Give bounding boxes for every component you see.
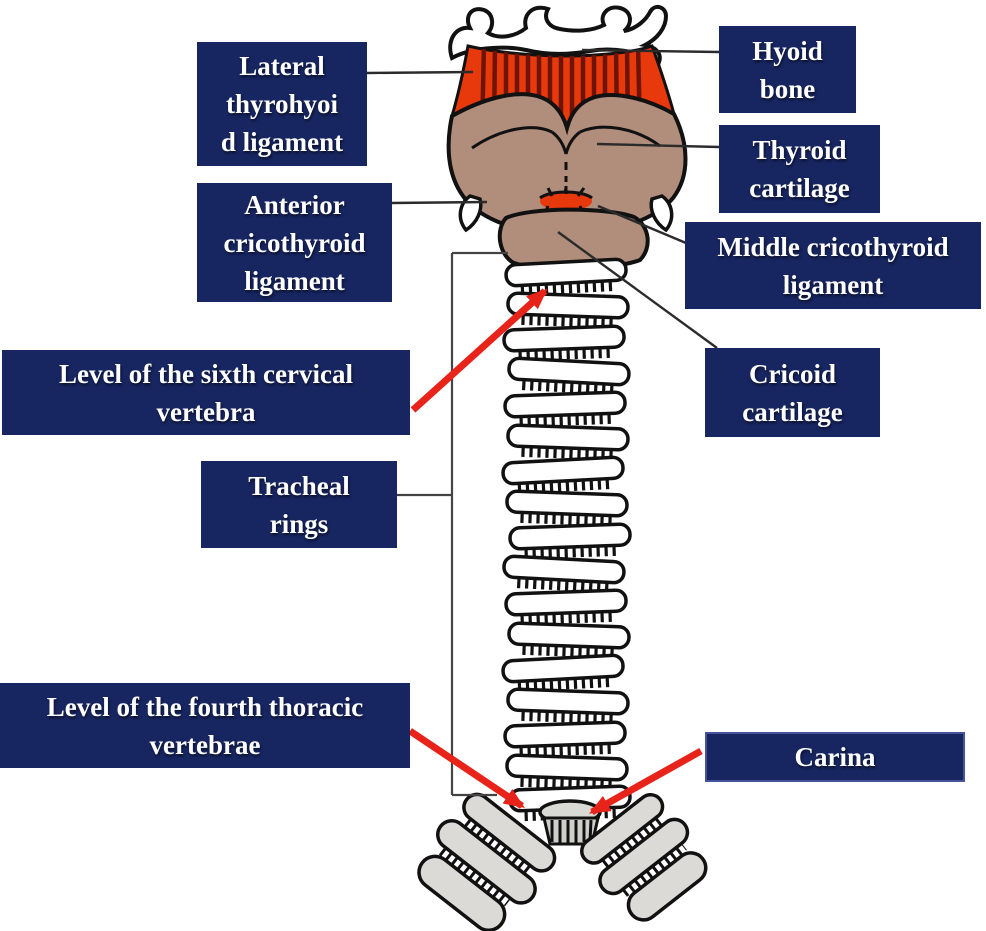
thyroid-cartilage-drawing [446, 92, 688, 236]
leader-bracket-tracheal-rings [397, 251, 508, 797]
label-anterior-cricothyroid-ligament: Anterior cricothyroid ligament [197, 183, 392, 302]
tracheal-rings-drawing [503, 259, 631, 817]
inferior-horns-drawing [458, 194, 674, 233]
leader-anterior-cricothyroid [391, 200, 488, 205]
label-carina: Carina [705, 732, 965, 782]
right-bronchus-drawing [580, 792, 708, 922]
label-carina-text: Carina [794, 742, 876, 772]
label-level-sixth-cervical-vertebra: Level of the sixth cervical vertebra [2, 350, 410, 435]
leader-thyroid-cartilage [596, 142, 720, 149]
label-middle-cricothyroid-ligament: Middle cricothyroid ligament [685, 222, 981, 309]
label-anterior-cricothyroid-text: Anterior cricothyroid ligament [223, 189, 366, 296]
label-level-fourth-thoracic-vertebrae: Level of the fourth thoracic vertebrae [0, 683, 410, 768]
label-sixth-cervical-text: Level of the sixth cervical vertebra [59, 358, 353, 427]
leader-hyoid-bone [581, 48, 720, 54]
label-cricoid-cartilage: Cricoid cartilage [705, 348, 880, 437]
label-thyroid-cartilage: Thyroid cartilage [719, 125, 880, 213]
red-arrow-fourth-thoracic [408, 728, 525, 809]
label-hyoid-bone-text: Hyoid bone [752, 35, 823, 104]
label-middle-cricothyroid-text: Middle cricothyroid ligament [717, 231, 949, 300]
label-lateral-thyrohyoid-text: Lateral thyrohyoi d ligament [220, 51, 344, 157]
left-bronchus-drawing [417, 792, 557, 931]
red-arrow-sixth-cervical [410, 288, 548, 413]
red-arrow-carina [588, 747, 703, 816]
leader-middle-cricothyroid [597, 204, 687, 245]
leader-cricoid-cartilage [557, 231, 718, 349]
label-tracheal-rings-text: Tracheal rings [248, 470, 350, 539]
label-fourth-thoracic-text: Level of the fourth thoracic vertebrae [46, 691, 364, 760]
carina-drawing [538, 799, 602, 846]
leader-lateral-thyrohyoid [366, 70, 474, 75]
label-cricoid-cartilage-text: Cricoid cartilage [742, 358, 843, 427]
cricoid-cartilage-drawing [497, 207, 650, 271]
label-tracheal-rings: Tracheal rings [201, 461, 397, 548]
label-lateral-thyrohyoid-ligament: Lateral thyrohyoi d ligament [197, 42, 367, 166]
label-hyoid-bone: Hyoid bone [719, 26, 856, 113]
label-thyroid-cartilage-text: Thyroid cartilage [749, 135, 850, 203]
